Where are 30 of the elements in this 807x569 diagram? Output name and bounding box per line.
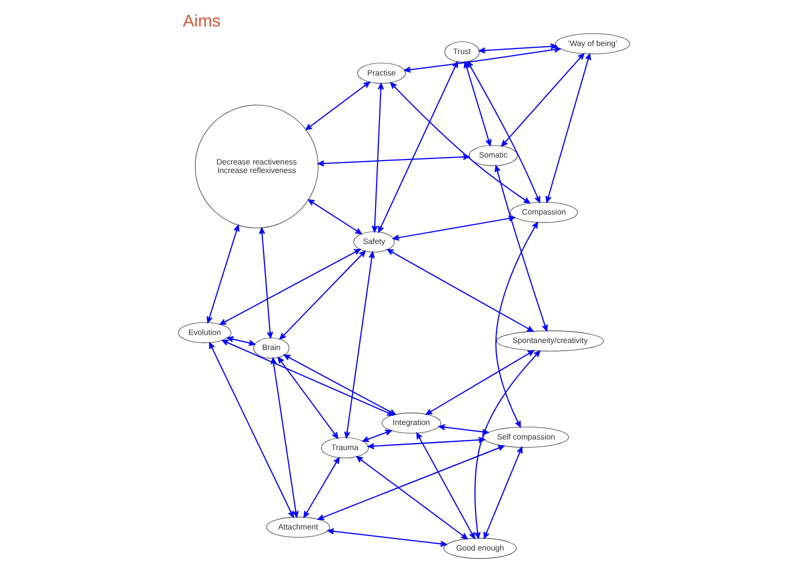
arrow (371, 83, 384, 232)
arrow (362, 430, 392, 442)
arrow (277, 356, 338, 439)
arrow (206, 224, 240, 324)
arrow (478, 43, 556, 54)
arrow (416, 432, 475, 539)
arrow (258, 228, 273, 338)
arrow (474, 350, 540, 539)
arrow (494, 222, 538, 428)
arrow (226, 336, 255, 346)
arrow (386, 248, 534, 332)
arrow (500, 53, 584, 147)
arrow (390, 82, 530, 204)
arrow (317, 445, 504, 520)
arrow (270, 358, 298, 518)
arrow (425, 350, 534, 415)
arrow (279, 250, 366, 340)
arrow (307, 199, 362, 234)
diagram-title: Aims (182, 11, 220, 30)
arrow (326, 528, 446, 547)
arrow (356, 456, 468, 540)
arrow (483, 446, 522, 539)
arrow (544, 53, 591, 203)
arrow (404, 46, 560, 73)
arrow (208, 342, 294, 518)
arrow (219, 248, 360, 325)
arrow (344, 252, 374, 438)
arrow (304, 82, 370, 130)
arrow (494, 165, 548, 332)
arrow (303, 457, 340, 518)
